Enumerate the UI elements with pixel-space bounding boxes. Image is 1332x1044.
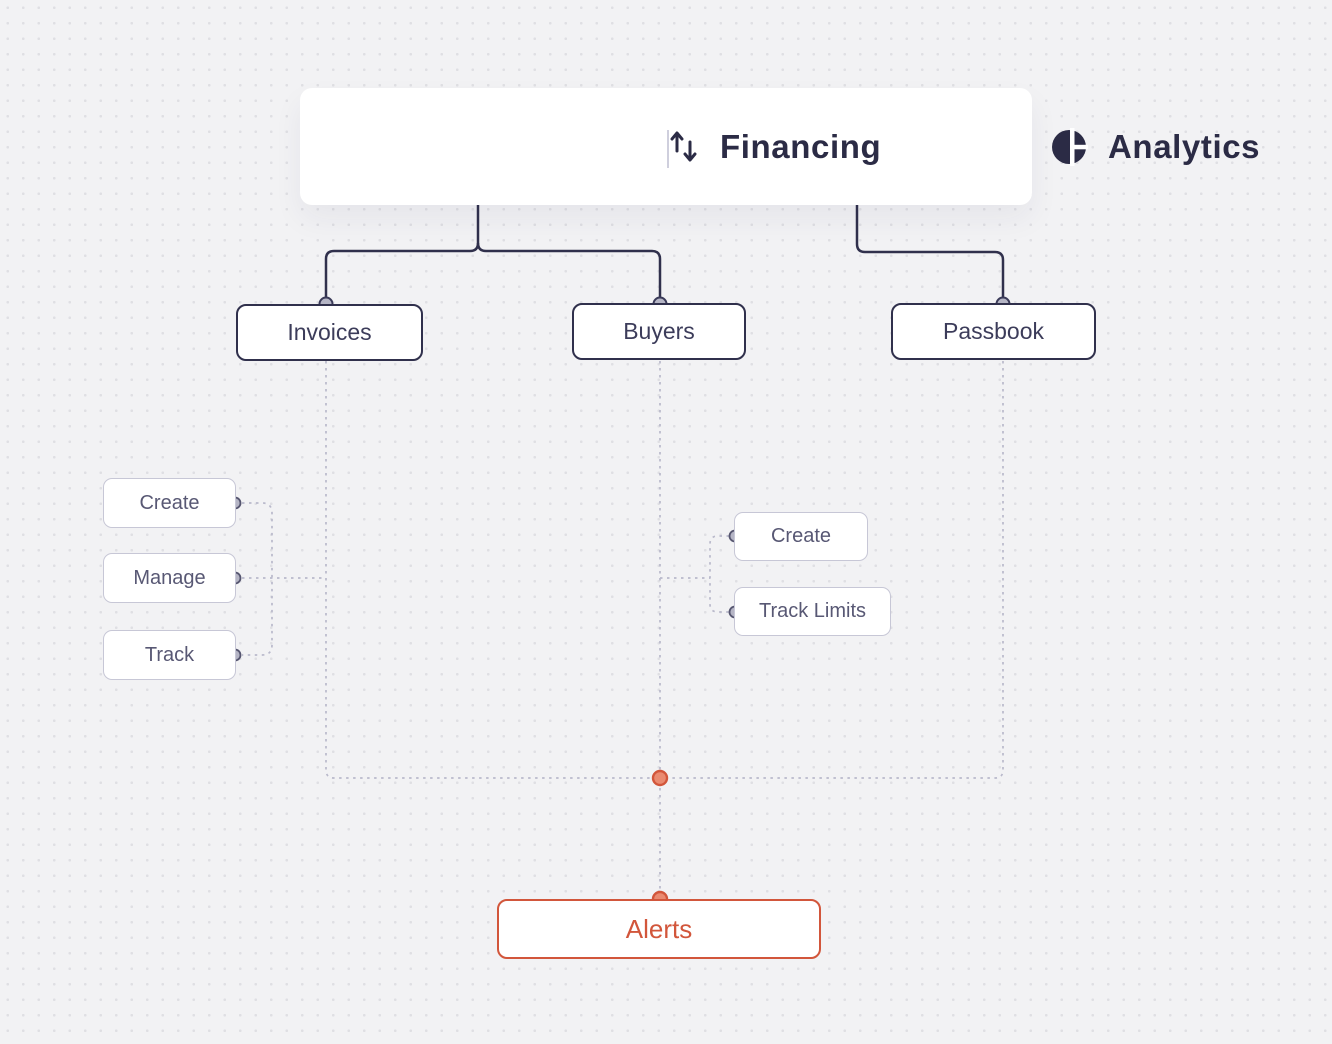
wire-invoices-descender <box>325 361 653 779</box>
alerts-junction-dot <box>651 769 669 787</box>
node-invoices-manage[interactable]: Manage <box>103 553 236 603</box>
wire-buyers-children-bracket <box>709 535 736 613</box>
node-invoices-track-label: Track <box>144 643 195 666</box>
node-invoices-create-label: Create <box>139 491 200 514</box>
node-invoices-manage-label: Manage <box>133 566 206 589</box>
node-buyers-create[interactable]: Create <box>734 512 868 561</box>
menu-item-analytics[interactable]: Analytics <box>1050 88 1260 205</box>
menu-card: Financing Analytics <box>300 88 1260 205</box>
node-invoices-track[interactable]: Track <box>103 630 236 680</box>
wire-financing-invoices <box>324 205 480 303</box>
menu-divider <box>667 130 669 168</box>
wire-financing-buyers <box>476 242 662 303</box>
node-invoices-label: Invoices <box>287 319 372 345</box>
node-invoices-create[interactable]: Create <box>103 478 236 528</box>
node-buyers-create-label: Create <box>770 525 832 547</box>
pie-chart-icon <box>1050 127 1088 166</box>
node-alerts[interactable]: Alerts <box>497 899 821 959</box>
wire-invoices-children-bracket <box>242 502 273 656</box>
node-passbook-label: Passbook <box>942 318 1044 344</box>
node-invoices[interactable]: Invoices <box>236 304 423 361</box>
menu-item-analytics-label: Analytics <box>1108 128 1261 165</box>
node-buyers-track-limits-label: Track Limits <box>758 600 867 622</box>
node-passbook[interactable]: Passbook <box>891 303 1096 360</box>
node-alerts-label: Alerts <box>625 913 693 944</box>
menu-item-financing[interactable]: Financing <box>668 88 881 205</box>
wire-passbook-descender <box>667 361 1004 779</box>
wire-analytics-passbook <box>855 205 1005 303</box>
node-buyers-label: Buyers <box>623 318 695 344</box>
menu-item-financing-label: Financing <box>720 128 882 165</box>
node-buyers[interactable]: Buyers <box>572 303 746 360</box>
transfer-arrows-icon <box>668 129 700 165</box>
node-buyers-track-limits[interactable]: Track Limits <box>734 587 891 636</box>
